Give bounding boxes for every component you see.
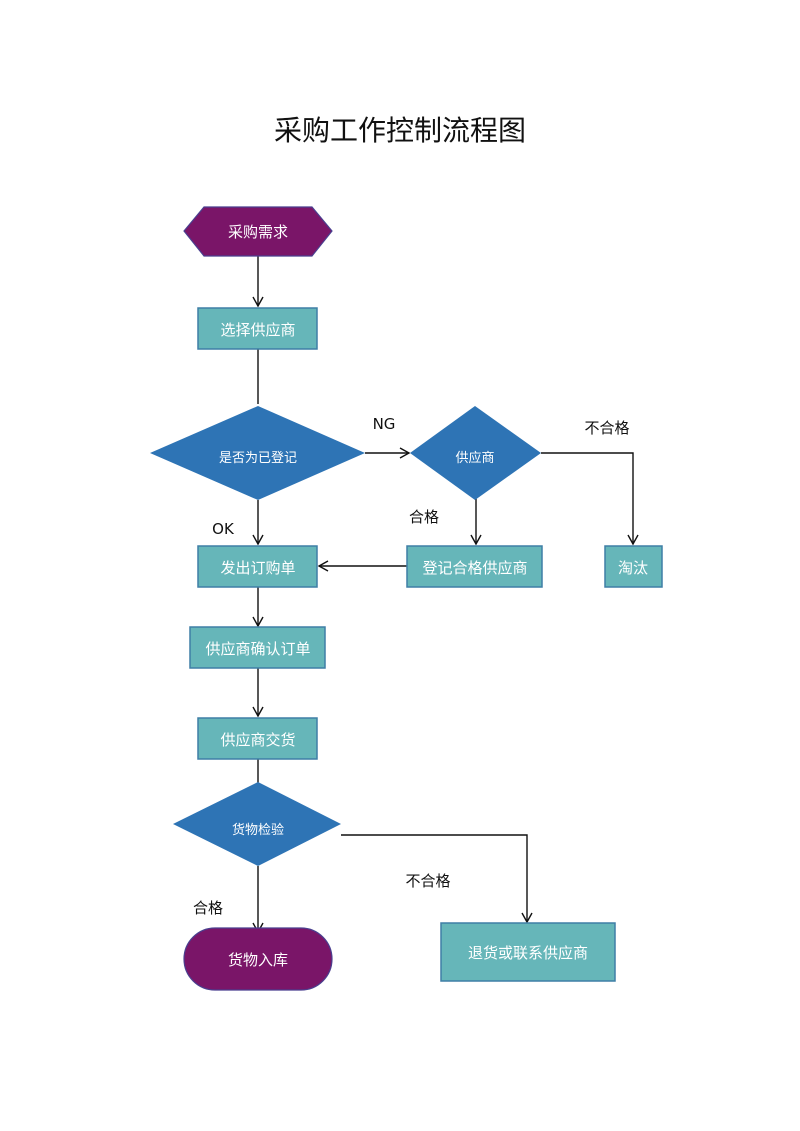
issue-po-node[interactable]: 发出订购单: [197, 545, 318, 588]
select-supplier-node[interactable]: 选择供应商: [197, 307, 318, 350]
edge-label-ng: NG: [373, 415, 396, 433]
edge-inspect-fail: [341, 834, 533, 924]
start-node[interactable]: 采购需求: [183, 206, 333, 257]
edge-label-inspect-fail: 不合格: [405, 872, 450, 890]
warehouse-node[interactable]: 货物入库: [183, 927, 333, 991]
eliminate-label: 淘汰: [618, 559, 648, 577]
supplier-decision-label: 供应商: [455, 450, 494, 466]
is-registered-label: 是否为已登记: [219, 451, 297, 466]
register-supplier-label: 登记合格供应商: [422, 559, 527, 577]
register-supplier-node[interactable]: 登记合格供应商: [406, 545, 543, 588]
start-node-label: 采购需求: [228, 223, 288, 241]
edge-label-ok: OK: [212, 520, 235, 538]
eliminate-node[interactable]: 淘汰: [604, 545, 663, 588]
issue-po-label: 发出订购单: [220, 559, 295, 577]
inspection-label: 货物检验: [232, 822, 284, 838]
edge-label-supplier-pass: 合格: [409, 508, 439, 526]
edge-supplier-fail: [541, 452, 639, 546]
inspection-decision[interactable]: 货物检验: [173, 782, 341, 866]
is-registered-decision[interactable]: 是否为已登记: [150, 406, 365, 500]
page-title: 采购工作控制流程图: [274, 114, 526, 147]
supplier-deliver-label: 供应商交货: [220, 731, 295, 749]
edge-label-supplier-fail: 不合格: [584, 419, 629, 437]
supplier-decision[interactable]: 供应商: [410, 406, 541, 500]
return-label: 退货或联系供应商: [468, 944, 588, 962]
supplier-deliver-node[interactable]: 供应商交货: [197, 717, 318, 760]
select-supplier-label: 选择供应商: [220, 321, 295, 339]
return-node[interactable]: 退货或联系供应商: [440, 922, 616, 982]
edge-label-inspect-pass: 合格: [193, 899, 223, 917]
supplier-confirm-label: 供应商确认订单: [205, 640, 310, 658]
warehouse-label: 货物入库: [228, 951, 288, 969]
supplier-confirm-node[interactable]: 供应商确认订单: [189, 626, 326, 669]
